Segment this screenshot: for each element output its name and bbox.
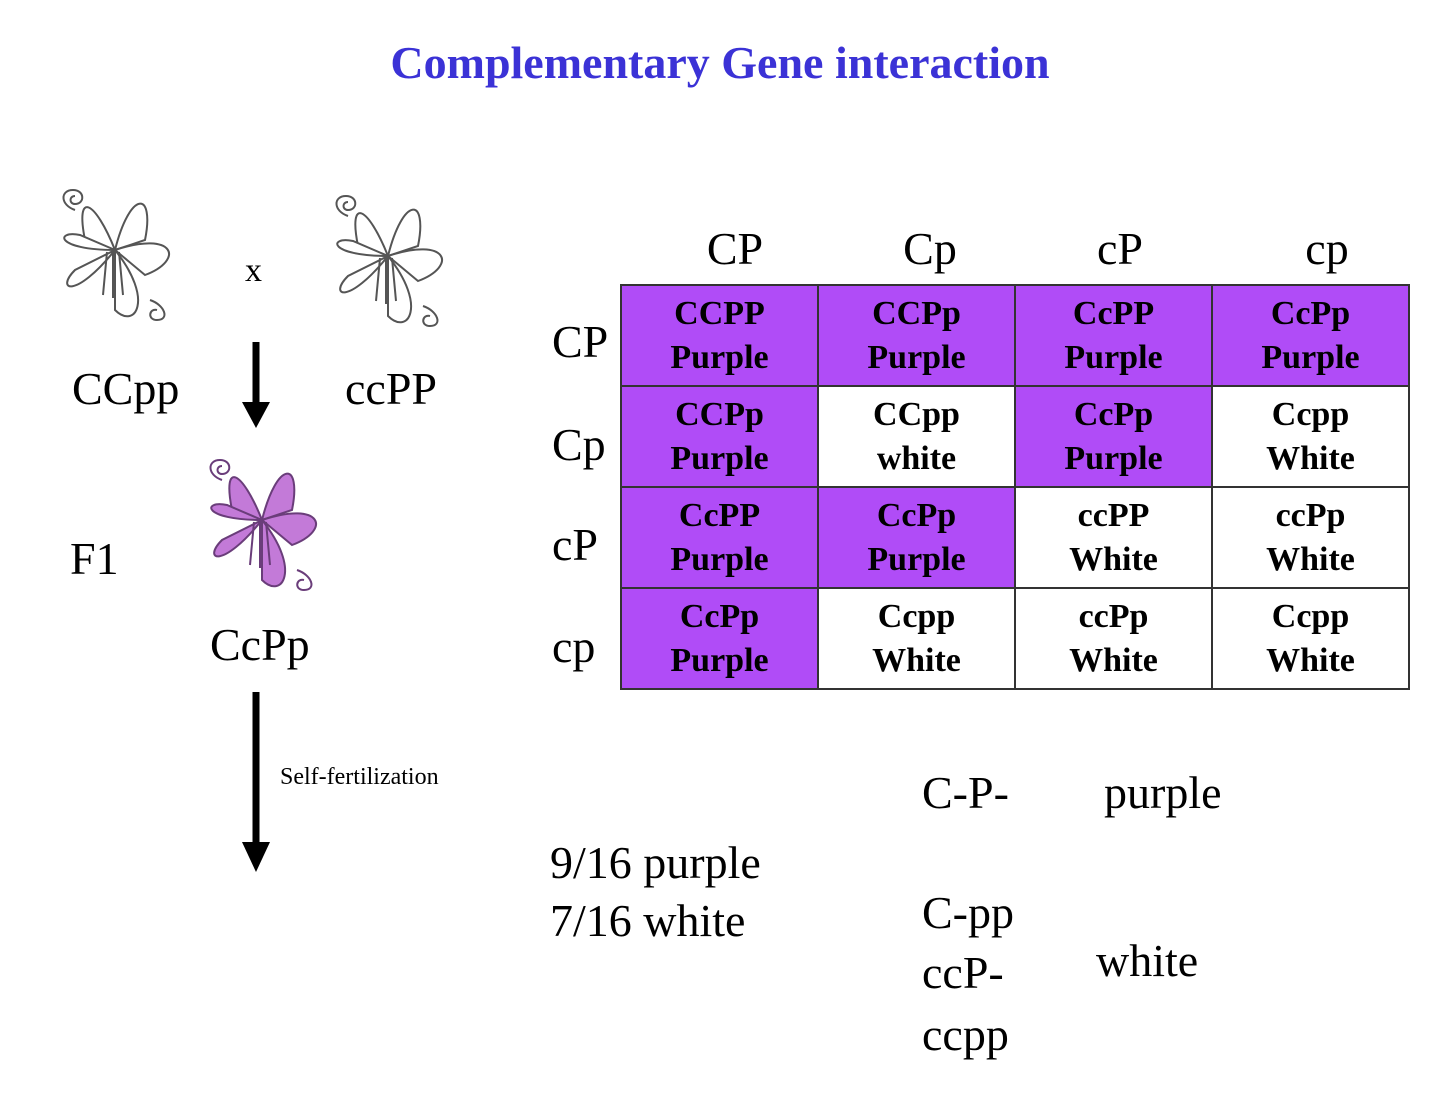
self-fertilization-arrow-icon: [242, 692, 270, 872]
cell-genotype: ccPP: [1077, 496, 1150, 534]
key-white-genotype: ccpp: [922, 1009, 1009, 1060]
punnett-cell: CCPP Purple: [620, 284, 819, 387]
key-white-genotype: ccP-: [922, 947, 1004, 998]
cell-genotype: CCPp: [675, 395, 764, 433]
f1-genotype: CcPp: [210, 619, 310, 670]
cell-phenotype: Purple: [867, 540, 966, 578]
f1-label: F1: [70, 533, 119, 584]
cell-phenotype: White: [1069, 641, 1158, 679]
self-fertilization-label: Self-fertilization: [280, 764, 439, 790]
key-purple-genotype: C-P-: [922, 767, 1009, 818]
cell-phenotype: Purple: [670, 338, 769, 376]
cell-genotype: Ccpp: [1271, 597, 1350, 635]
key-white-genotype: C-pp: [922, 887, 1014, 938]
cell-genotype: CcPp: [876, 496, 957, 534]
col-header: Cp: [903, 223, 957, 274]
cell-phenotype: Purple: [1261, 338, 1360, 376]
cell-phenotype: White: [872, 641, 961, 679]
col-header: cp: [1305, 223, 1349, 274]
cell-genotype: CcPP: [678, 496, 761, 534]
cell-phenotype: White: [1266, 540, 1355, 578]
cell-genotype: ccPp: [1275, 496, 1346, 534]
col-header: CP: [706, 223, 764, 274]
cell-genotype: CcPp: [1073, 395, 1154, 433]
page-title: Complementary Gene interaction: [390, 37, 1050, 88]
cell-genotype: Ccpp: [877, 597, 956, 635]
cell-genotype: CCPp: [872, 294, 961, 332]
row-header: CP: [552, 316, 609, 367]
cell-phenotype: Purple: [1064, 439, 1163, 477]
parent2-genotype: ccPP: [345, 363, 437, 414]
parent1-flower-icon: [62, 189, 170, 321]
cell-phenotype: Purple: [867, 338, 966, 376]
row-header: Cp: [552, 419, 606, 470]
cell-genotype: CcPp: [1270, 294, 1351, 332]
cell-genotype: CcPp: [679, 597, 760, 635]
parent1-genotype: CCpp: [72, 363, 180, 414]
row-header: cP: [552, 519, 598, 570]
cell-phenotype: Purple: [670, 439, 769, 477]
cross-arrow-icon: [242, 342, 270, 428]
key-purple-label: purple: [1104, 767, 1222, 818]
cell-genotype: CCpp: [873, 395, 960, 433]
cell-phenotype: white: [876, 439, 957, 477]
cross-symbol: x: [245, 252, 262, 289]
parent2-flower-icon: [335, 195, 443, 327]
cell-genotype: CcPP: [1072, 294, 1155, 332]
cell-genotype: ccPp: [1078, 597, 1149, 635]
cell-phenotype: Purple: [670, 540, 769, 578]
f1-flower-icon: [209, 459, 317, 591]
cell-phenotype: White: [1266, 439, 1355, 477]
cell-genotype: Ccpp: [1271, 395, 1350, 433]
col-header: cP: [1097, 223, 1143, 274]
cell-phenotype: White: [1069, 540, 1158, 578]
punnett-cell: CcPP Purple: [620, 486, 819, 589]
cell-phenotype: White: [1266, 641, 1355, 679]
punnett-cell: ccPP White: [1014, 486, 1213, 589]
key-white-label: white: [1096, 935, 1199, 986]
punnett-cell: CcPP Purple: [1014, 284, 1213, 387]
cell-phenotype: Purple: [1064, 338, 1163, 376]
punnett-cell: CCpp white: [817, 385, 1016, 488]
row-header: cp: [552, 621, 596, 672]
ratio-purple: 9/16 purple: [550, 837, 761, 888]
cell-genotype: CCPP: [674, 294, 765, 332]
cell-phenotype: Purple: [670, 641, 769, 679]
ratio-white: 7/16 white: [550, 895, 746, 946]
